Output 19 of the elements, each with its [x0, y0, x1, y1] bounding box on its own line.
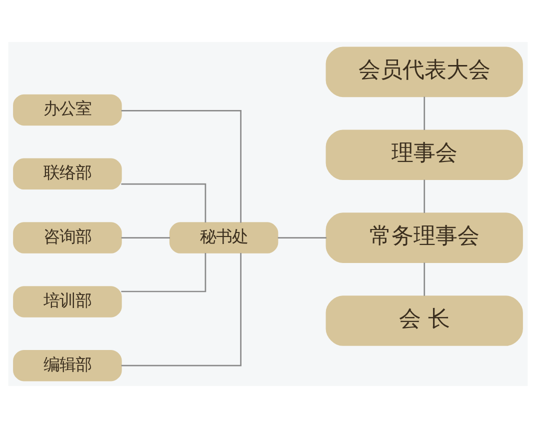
connector	[121, 182, 206, 222]
node-box: 理事会	[326, 129, 523, 180]
node-box: 办公室	[13, 94, 122, 126]
connector	[121, 236, 170, 238]
node-box: 联络部	[13, 158, 122, 190]
connector	[121, 252, 206, 292]
node-box: 编辑部	[13, 349, 122, 381]
connector	[121, 252, 242, 366]
connector	[121, 109, 242, 222]
connector	[424, 179, 426, 212]
node-box: 咨询部	[13, 222, 122, 253]
connector	[278, 236, 326, 238]
node-box: 会 长	[326, 295, 523, 346]
connector	[424, 262, 426, 296]
connector	[424, 96, 426, 130]
node-box: 会员代表大会	[326, 46, 523, 97]
node-box: 常务理事会	[326, 212, 523, 262]
node-box: 培训部	[13, 286, 122, 317]
node-box: 秘书处	[169, 222, 278, 253]
